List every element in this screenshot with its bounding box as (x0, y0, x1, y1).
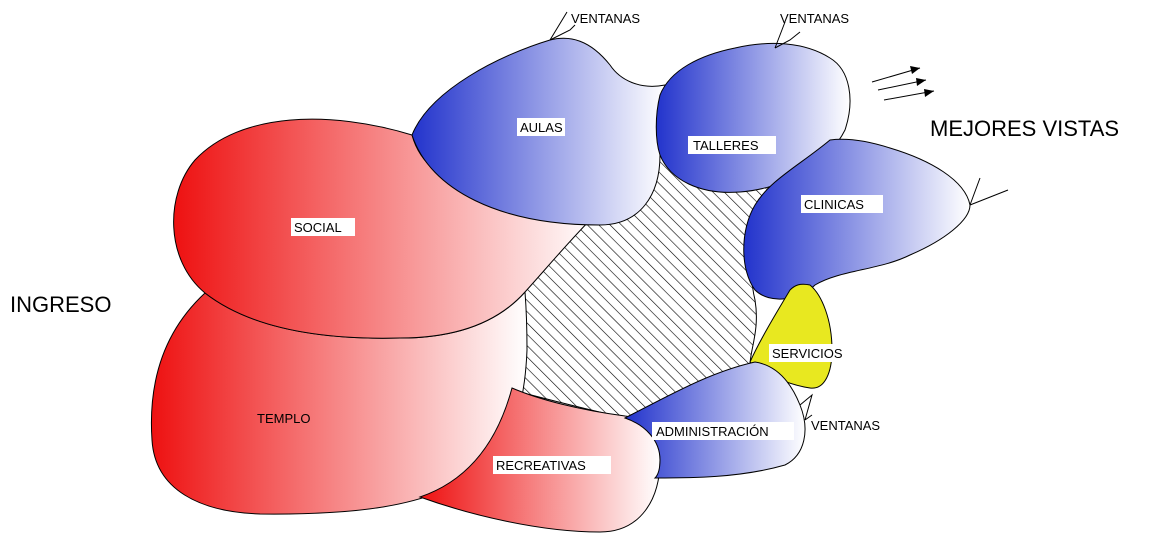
label-templo: TEMPLO (257, 411, 310, 426)
label-clinicas: CLINICAS (801, 195, 883, 213)
label-aulas: AULAS (517, 118, 565, 136)
label-servicios: SERVICIOS (769, 344, 857, 362)
label-recreativas: RECREATIVAS (493, 456, 611, 474)
ventanas-leader-3 (799, 393, 813, 421)
ventanas-leader-2 (774, 21, 801, 49)
label-talleres-text: TALLERES (693, 138, 759, 153)
zone-clinicas (743, 138, 971, 300)
ventanas-note-1: VENTANAS (571, 11, 640, 26)
ingreso-label: INGRESO (10, 292, 111, 317)
zone-talleres (655, 42, 851, 193)
label-servicios-text: SERVICIOS (772, 346, 843, 361)
ventanas-leader-1 (549, 11, 576, 41)
label-clinicas-text: CLINICAS (804, 197, 864, 212)
label-social-text: SOCIAL (294, 220, 342, 235)
ventanas-note-2: VENTANAS (780, 11, 849, 26)
label-administracion-text: ADMINISTRACIÓN (656, 424, 769, 439)
ventanas-note-3: VENTANAS (811, 418, 880, 433)
label-aulas-text: AULAS (520, 120, 563, 135)
label-social: SOCIAL (291, 218, 355, 236)
label-recreativas-text: RECREATIVAS (496, 458, 586, 473)
label-talleres: TALLERES (688, 136, 776, 154)
zone-administracion (623, 361, 806, 479)
mejores-vistas-label: MEJORES VISTAS (930, 116, 1119, 141)
label-templo-text: TEMPLO (257, 411, 310, 426)
zone-servicios (749, 283, 833, 389)
view-arrows (871, 66, 935, 101)
label-administracion: ADMINISTRACIÓN (652, 422, 794, 440)
clinicas-window-leader (969, 177, 1009, 206)
